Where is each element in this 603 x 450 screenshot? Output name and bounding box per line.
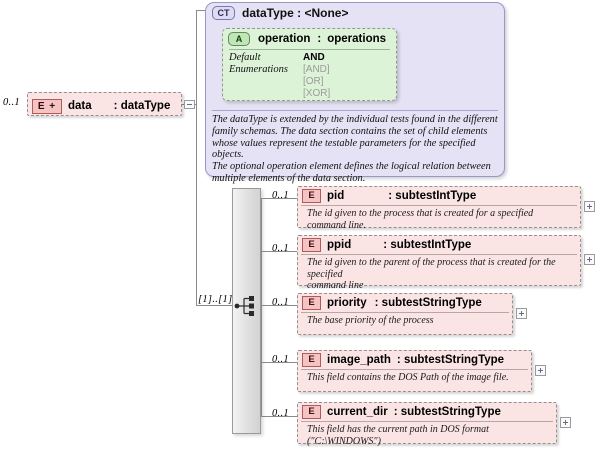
element-pid[interactable]: E pid : subtestIntType The id given to t…: [297, 186, 581, 231]
complextype-title-row: CT dataType : <None>: [212, 6, 348, 20]
element-ppid[interactable]: E ppid : subtestIntType The id given to …: [297, 235, 581, 291]
element-current-dir-typename: subtestStringType: [400, 406, 501, 418]
element-priority-documentation: The base priority of the process: [301, 312, 509, 330]
element-pid-expand-button[interactable]: [584, 201, 595, 212]
attribute-facets: Default Enumerations AND [AND] [OR] [XOR…: [223, 52, 396, 104]
element-priority[interactable]: E priority : subtestStringType The base …: [297, 293, 513, 335]
element-current-dir-documentation: This field has the current path in DOS f…: [301, 421, 553, 450]
element-data-separator: :: [113, 100, 118, 112]
facet-value-enum-and: [AND]: [303, 64, 330, 75]
attribute-operation-type: operations: [327, 33, 387, 45]
element-ppid-type: : subtestIntType: [383, 239, 471, 251]
facet-value-enum-xor: [XOR]: [303, 88, 331, 99]
element-ppid-typename: subtestIntType: [390, 239, 472, 251]
attribute-icon: A: [228, 32, 250, 46]
element-current-dir-name: current_dir: [327, 406, 388, 418]
element-current-dir-type: : subtestStringType: [394, 406, 501, 418]
facet-value-enum-or: [OR]: [303, 76, 324, 87]
connector-branch-priority: [261, 305, 297, 306]
element-data-typename: dataType: [120, 100, 171, 112]
attribute-divider: [229, 49, 390, 50]
connector-trunk-to-complextype: [196, 10, 206, 11]
attribute-operation-separator: :: [317, 33, 322, 45]
connector-compositor-fanout: [261, 198, 262, 416]
connector-trunk-to-compositor: [196, 305, 232, 306]
element-data[interactable]: E + data : dataType: [27, 92, 182, 116]
element-priority-separator: :: [374, 297, 379, 309]
connector-branch-pid: [261, 198, 297, 199]
element-priority-header: E priority : subtestStringType: [298, 294, 512, 312]
child-occurrence-image-path: 0..1: [272, 354, 289, 365]
element-ppid-name: ppid: [327, 239, 352, 251]
child-occurrence-current-dir: 0..1: [272, 408, 289, 419]
connector-branch-image-path: [261, 362, 297, 363]
element-image-path-type: : subtestStringType: [397, 354, 504, 366]
facet-label-default: Default: [229, 52, 261, 63]
element-image-path-documentation: This field contains the DOS Path of the …: [301, 369, 528, 387]
element-priority-type: : subtestStringType: [375, 297, 482, 309]
element-current-dir[interactable]: E current_dir : subtestStringType This f…: [297, 402, 557, 447]
element-ppid-documentation: The id given to the parent of the proces…: [301, 254, 577, 295]
element-priority-expand-button[interactable]: [516, 308, 527, 319]
element-current-dir-expand-button[interactable]: [560, 417, 571, 428]
connector-branch-current-dir: [261, 416, 297, 417]
element-data-type: : dataType: [114, 100, 171, 112]
element-ppid-separator: :: [383, 239, 388, 251]
element-priority-name: priority: [327, 297, 367, 309]
element-current-dir-separator: :: [393, 406, 398, 418]
facet-value-default: AND: [303, 52, 325, 63]
all-compositor-bar[interactable]: [232, 188, 261, 434]
complextype-title: dataType : <None>: [242, 6, 349, 20]
element-image-path[interactable]: E image_path : subtestStringType This fi…: [297, 350, 532, 392]
element-pid-name: pid: [327, 190, 345, 202]
element-image-path-name: image_path: [327, 354, 391, 366]
element-icon: E: [302, 353, 321, 367]
element-pid-header: E pid : subtestIntType: [298, 187, 580, 205]
complextype-icon: CT: [212, 6, 235, 20]
element-image-path-expand-button[interactable]: [535, 365, 546, 376]
element-pid-type: : subtestIntType: [388, 190, 476, 202]
element-pid-separator: :: [388, 190, 393, 202]
attribute-operation-name: operation: [258, 33, 311, 45]
facet-label-column: Default Enumerations: [229, 52, 303, 100]
root-occurrence-label: 0..1: [3, 97, 20, 108]
compositor-occurrence-label: [1]..[1]: [198, 294, 233, 305]
attribute-operation-header: A operation : operations: [223, 29, 396, 48]
child-occurrence-priority: 0..1: [272, 297, 289, 308]
element-ppid-header: E ppid : subtestIntType: [298, 236, 580, 254]
element-icon: E: [302, 238, 321, 252]
element-priority-typename: subtestStringType: [381, 297, 482, 309]
facet-label-enumerations: Enumerations: [229, 64, 288, 75]
element-icon: E: [302, 189, 321, 203]
element-image-path-separator: :: [396, 354, 401, 366]
child-occurrence-pid: 0..1: [272, 190, 289, 201]
element-icon: E: [302, 296, 321, 310]
connector-branch-ppid: [261, 251, 297, 252]
child-occurrence-ppid: 0..1: [272, 243, 289, 254]
element-plus-icon: E +: [32, 98, 62, 114]
element-data-name: data: [68, 100, 92, 112]
element-image-path-typename: subtestStringType: [403, 354, 505, 366]
element-icon: E: [302, 405, 321, 419]
connector-trunk-vertical: [196, 10, 197, 305]
element-data-collapse-box[interactable]: [184, 100, 195, 109]
element-current-dir-header: E current_dir : subtestStringType: [298, 403, 556, 421]
element-image-path-header: E image_path : subtestStringType: [298, 351, 531, 369]
element-pid-typename: subtestIntType: [395, 190, 477, 202]
complextype-documentation-divider: [212, 110, 498, 111]
element-ppid-expand-button[interactable]: [584, 254, 595, 265]
all-compositor-icon: [234, 296, 254, 316]
attribute-operation[interactable]: A operation : operations Default Enumera…: [222, 28, 397, 101]
facet-value-column: AND [AND] [OR] [XOR]: [303, 52, 330, 100]
element-pid-documentation: The id given to the process that is crea…: [301, 205, 577, 234]
complextype-documentation: The dataType is extended by the individu…: [212, 114, 498, 184]
element-data-header: E + data : dataType: [28, 93, 181, 119]
